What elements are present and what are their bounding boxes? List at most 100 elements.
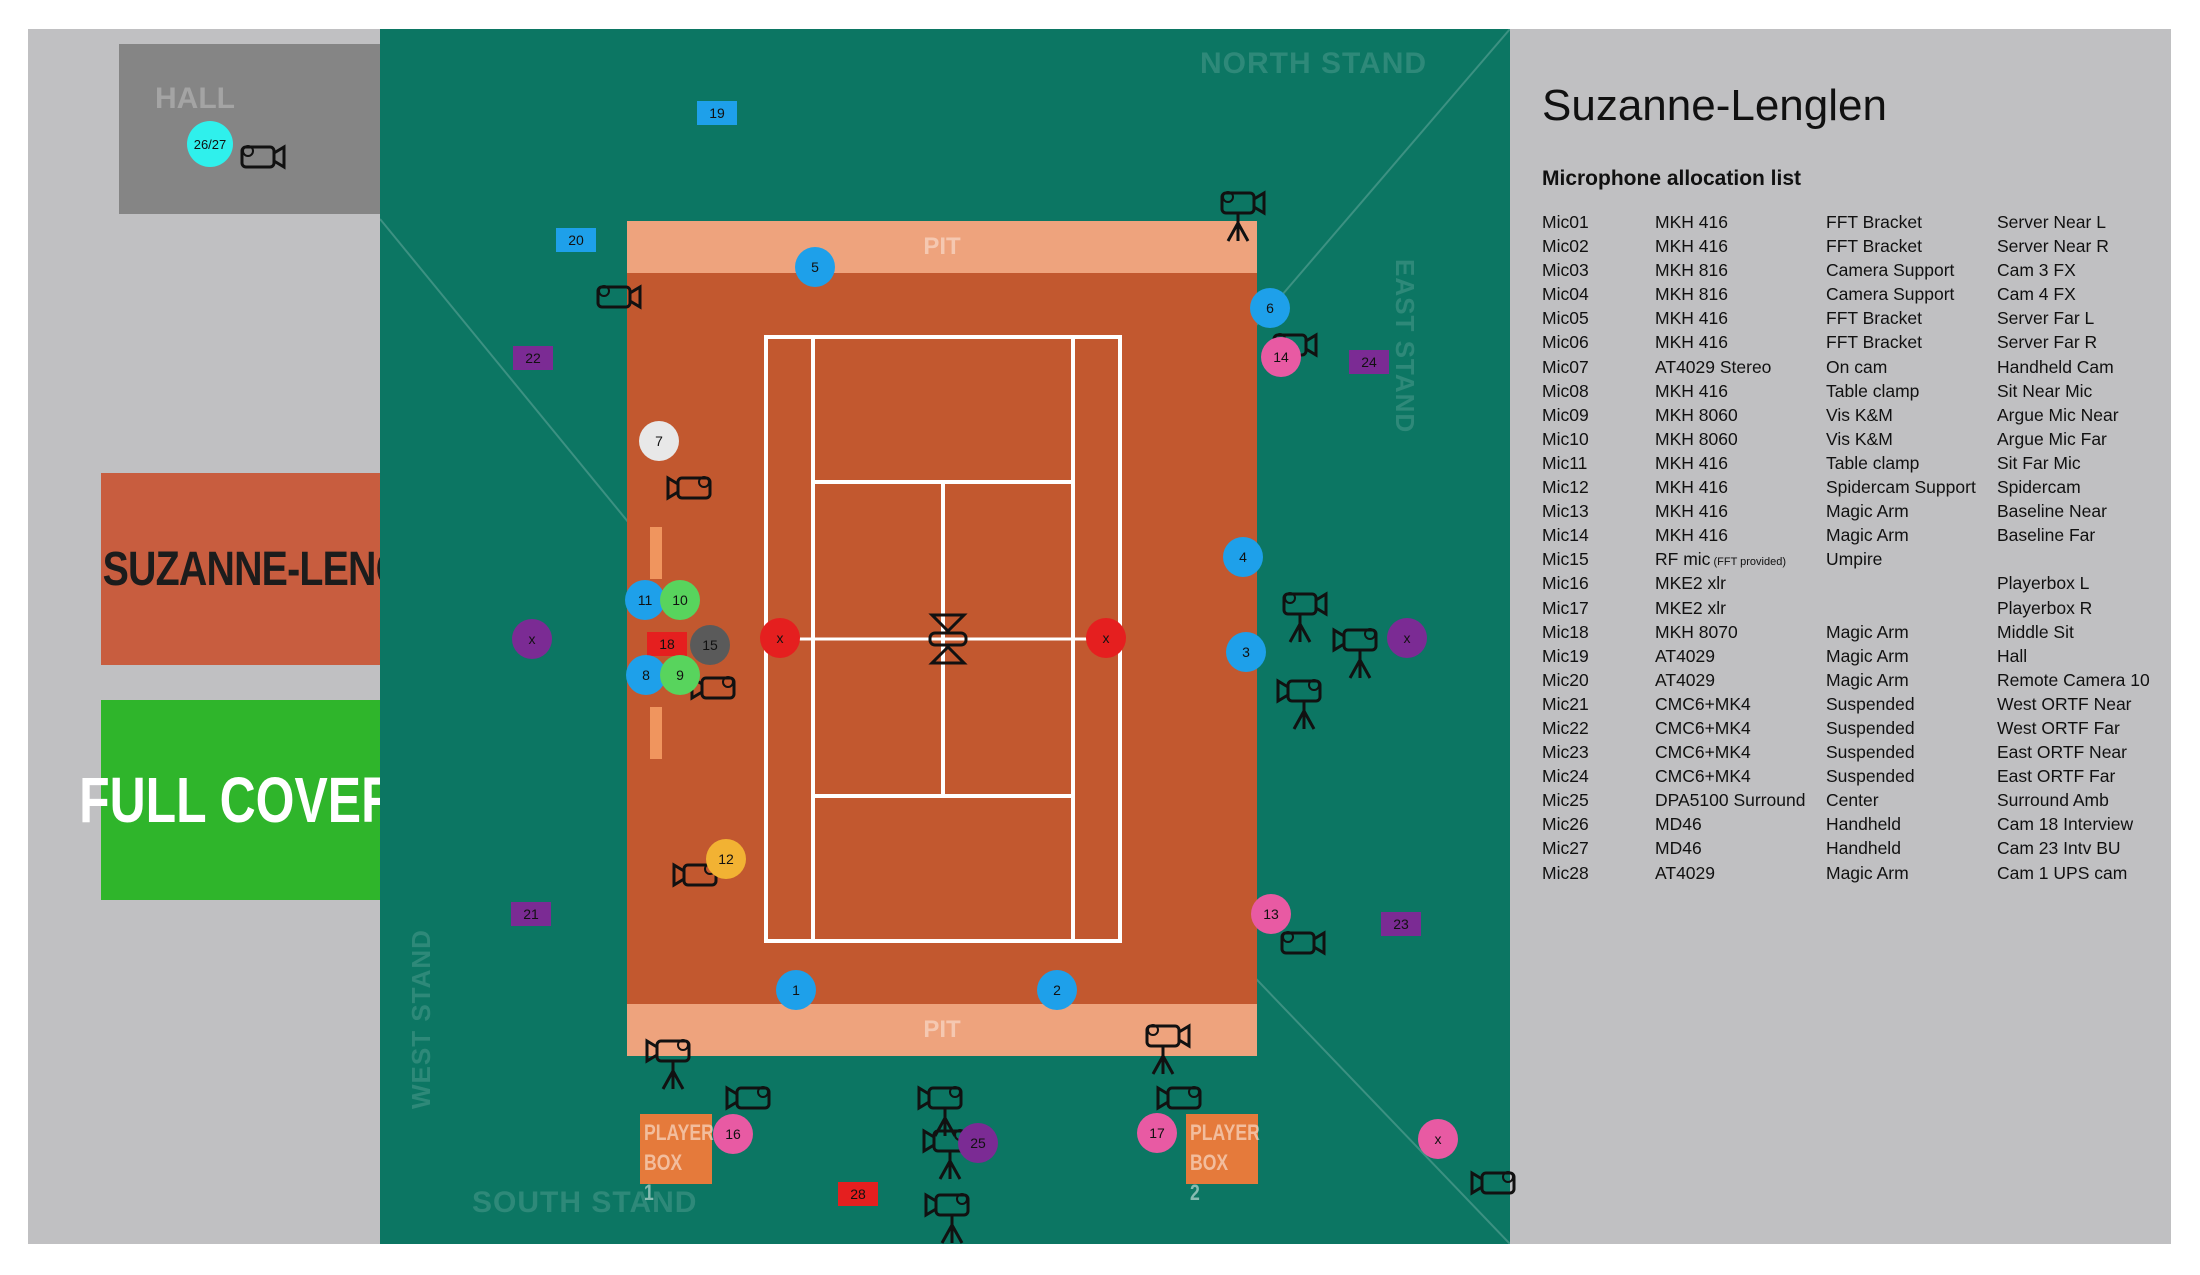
mic-marker: 13 bbox=[1251, 894, 1291, 934]
mic-marker: x bbox=[760, 618, 800, 658]
mic-mount: Suspended bbox=[1826, 717, 1915, 738]
mic-mount: Center bbox=[1826, 790, 1879, 811]
mic-marker: 24 bbox=[1349, 350, 1389, 374]
camera-icon bbox=[1276, 678, 1322, 730]
mic-id: Mic18 bbox=[1542, 621, 1589, 642]
pit-top: PIT bbox=[627, 221, 1257, 273]
mic-model: MKH 8060 bbox=[1655, 428, 1738, 449]
camera-icon bbox=[924, 1192, 970, 1244]
mic-marker: 23 bbox=[1381, 912, 1421, 936]
mic-use: Argue Mic Near bbox=[1997, 404, 2119, 425]
umpire-chair-icon bbox=[928, 613, 968, 665]
mic-marker: 9 bbox=[660, 655, 700, 695]
mic-marker: 17 bbox=[1137, 1113, 1177, 1153]
mic-id: Mic16 bbox=[1542, 573, 1589, 594]
east-stand-label: EAST STAND bbox=[1390, 259, 1420, 434]
mic-marker: x bbox=[1418, 1119, 1458, 1159]
mic-mount: Magic Arm bbox=[1826, 525, 1909, 546]
mic-model: MKH 816 bbox=[1655, 260, 1728, 281]
mic-use: Playerbox L bbox=[1997, 573, 2090, 594]
mic-model: AT4029 bbox=[1655, 862, 1715, 883]
camera-icon bbox=[1470, 1170, 1516, 1196]
mic-marker: 7 bbox=[639, 421, 679, 461]
camera-icon bbox=[645, 1038, 691, 1090]
bench-left-top bbox=[650, 527, 662, 579]
panel-title: Suzanne-Lenglen bbox=[1542, 81, 1887, 130]
camera-icon bbox=[666, 475, 712, 501]
mic-mount: Umpire bbox=[1826, 549, 1883, 570]
camera-icon bbox=[240, 144, 286, 170]
mic-id: Mic03 bbox=[1542, 260, 1589, 281]
camera-icon bbox=[1332, 627, 1378, 679]
mic-use: Cam 23 Intv BU bbox=[1997, 838, 2121, 859]
mic-id: Mic11 bbox=[1542, 452, 1588, 473]
mic-marker: 4 bbox=[1223, 537, 1263, 577]
panel-subtitle: Microphone allocation list bbox=[1542, 167, 1802, 190]
camera-icon bbox=[1220, 190, 1266, 242]
mic-marker: 10 bbox=[660, 580, 700, 620]
camera-icon bbox=[1280, 930, 1326, 956]
mic-marker: 5 bbox=[795, 247, 835, 287]
mic-id: Mic08 bbox=[1542, 380, 1589, 401]
player-box-1: PLAYER BOX 1 bbox=[640, 1114, 714, 1205]
mic-mount: Vis K&M bbox=[1826, 428, 1893, 449]
mic-model: MKE2 xlr bbox=[1655, 573, 1726, 594]
mic-id: Mic06 bbox=[1542, 332, 1589, 353]
mic-id: Mic25 bbox=[1542, 790, 1589, 811]
mic-model: MKH 416 bbox=[1655, 236, 1728, 257]
mic-id: Mic15 bbox=[1542, 549, 1589, 570]
mic-model: MKH 8060 bbox=[1655, 404, 1738, 425]
mic-mount: On cam bbox=[1826, 356, 1888, 377]
mic-model: MKH 816 bbox=[1655, 284, 1728, 305]
mic-mount: Magic Arm bbox=[1826, 669, 1909, 690]
mic-mount bbox=[1826, 573, 1997, 597]
mic-use: Hall bbox=[1997, 645, 2028, 666]
mic-mount: Suspended bbox=[1826, 742, 1915, 763]
mic-marker: 18 bbox=[647, 632, 687, 656]
mic-use: Baseline Near bbox=[1997, 501, 2107, 522]
mic-mount: Spidercam Support bbox=[1826, 477, 1976, 498]
mic-use: West ORTF Far bbox=[1997, 717, 2120, 738]
mic-use: Spidercam bbox=[1997, 477, 2081, 498]
mic-mount: Suspended bbox=[1826, 693, 1915, 714]
mic-marker: 14 bbox=[1261, 337, 1301, 377]
mic-use: Sit Far Mic bbox=[1997, 452, 2081, 473]
allocation-row: Mic11 MKH 416 Table clamp Sit Far Mic bbox=[1542, 453, 2167, 477]
mic-mount: FFT Bracket bbox=[1826, 236, 1922, 257]
mic-marker: 26/27 bbox=[187, 121, 233, 167]
mic-model: MKH 416 bbox=[1655, 452, 1728, 473]
west-stand-label: WEST STAND bbox=[406, 929, 436, 1109]
mic-marker: 8 bbox=[626, 655, 666, 695]
mic-mount: Handheld bbox=[1826, 814, 1901, 835]
mic-model: MKH 416 bbox=[1655, 477, 1728, 498]
mic-model: MKH 416 bbox=[1655, 212, 1728, 232]
mic-mount: Table clamp bbox=[1826, 452, 1920, 473]
mic-model: AT4029 bbox=[1655, 669, 1715, 690]
camera-icon bbox=[596, 284, 642, 310]
mic-id: Mic07 bbox=[1542, 356, 1589, 377]
mic-use: Cam 1 UPS cam bbox=[1997, 862, 2128, 883]
hall-label: HALL bbox=[155, 82, 235, 115]
mic-marker: 16 bbox=[713, 1114, 753, 1154]
player-box-2-label: PLAYER BOX 2 bbox=[1190, 1120, 1260, 1205]
mic-use: Middle Sit bbox=[1997, 621, 2074, 642]
mic-model-note: (FFT provided) bbox=[1710, 556, 1786, 569]
mic-id: Mic26 bbox=[1542, 814, 1589, 835]
mic-mount: Suspended bbox=[1826, 766, 1915, 787]
south-stand-label: SOUTH STAND bbox=[472, 1186, 698, 1219]
mic-marker: 15 bbox=[690, 625, 730, 665]
mic-use: Cam 3 FX bbox=[1997, 260, 2076, 281]
mic-use: Handheld Cam bbox=[1997, 356, 2114, 377]
mic-model: MKE2 xlr bbox=[1655, 597, 1726, 618]
mic-use bbox=[1997, 549, 2167, 573]
mic-mount: Camera Support bbox=[1826, 284, 1955, 305]
mic-use: Playerbox R bbox=[1997, 597, 2093, 618]
mic-id: Mic23 bbox=[1542, 742, 1589, 763]
